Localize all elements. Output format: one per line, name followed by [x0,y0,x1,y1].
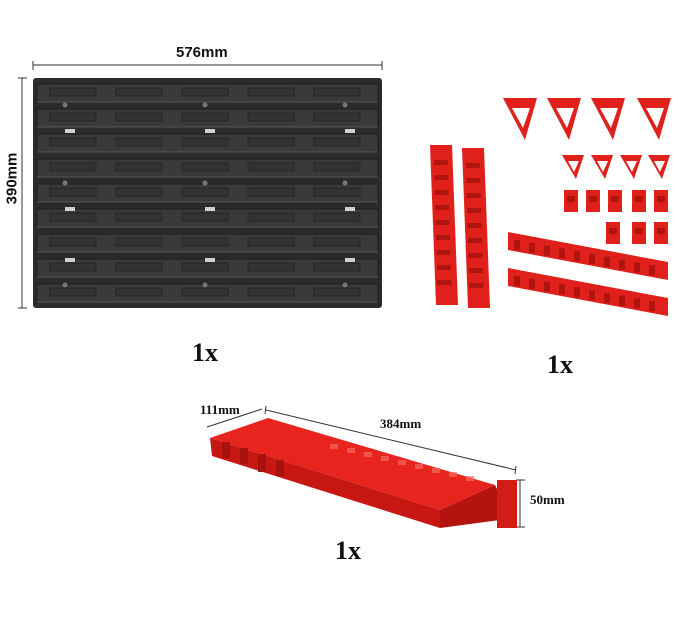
accessories-quantity: 1x [547,350,573,379]
panel-height-dimension-line [18,77,27,309]
wall-panel [33,78,382,308]
panel-quantity: 1x [192,338,218,367]
panel-width-label: 576mm [176,44,228,61]
shelf-length-label: 384mm [380,416,422,431]
shelf-depth-label: 111mm [200,402,240,417]
shelf-height-label: 50mm [530,492,565,507]
shelf-quantity: 1x [335,536,361,565]
panel-height-label: 390mm [3,152,21,205]
panel-width-dimension-line [32,61,383,70]
shelf [206,405,525,528]
shelf-dimension-lines [206,405,525,528]
accessories-set [430,98,671,316]
